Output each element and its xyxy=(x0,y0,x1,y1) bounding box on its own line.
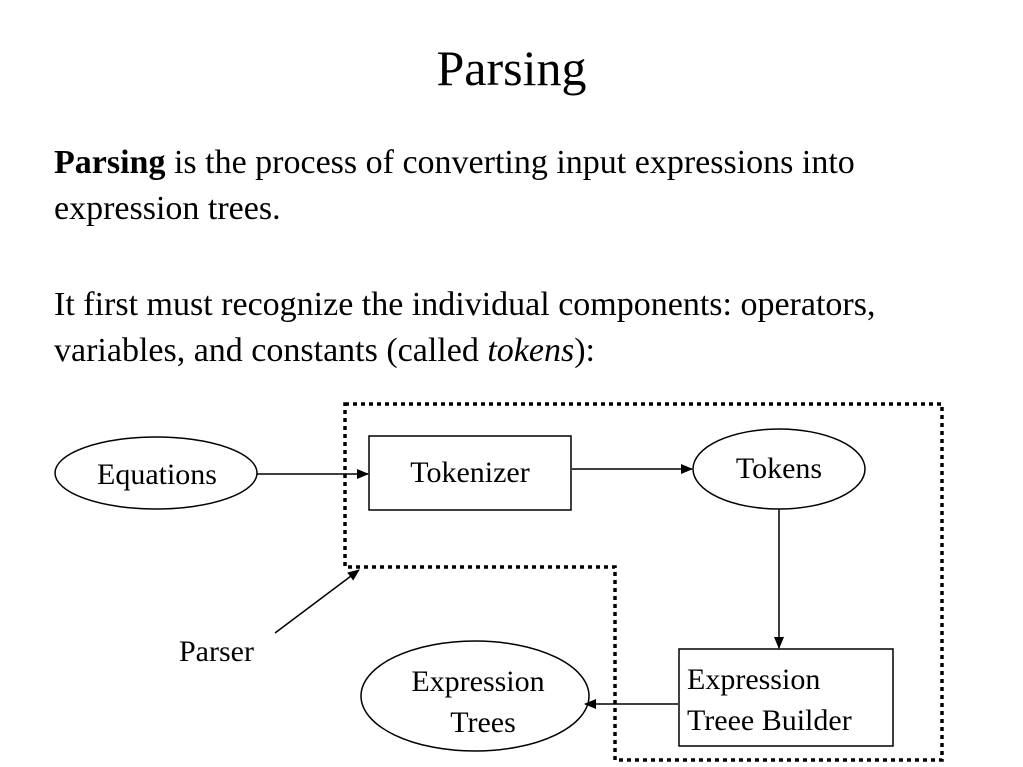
tokens-paragraph-text: It first must recognize the individual c… xyxy=(54,286,876,369)
equations-label: Equations xyxy=(97,458,217,491)
slide-title: Parsing xyxy=(436,40,587,96)
tokens-term: tokens xyxy=(487,332,575,369)
tokenizer-node xyxy=(368,435,572,511)
parser-boundary xyxy=(343,402,944,762)
tokens-label: Tokens xyxy=(736,452,822,485)
tree-builder-label-line2: Treee Builder xyxy=(687,704,852,737)
equations-node xyxy=(54,436,258,510)
definition-paragraph: Parsing is the process of converting inp… xyxy=(54,140,984,232)
parser-pointer-arrow xyxy=(274,569,360,634)
tree-builder-node xyxy=(678,648,894,747)
expression-trees-node xyxy=(360,640,590,752)
tokens-paragraph: It first must recognize the individual c… xyxy=(54,282,984,374)
definition-text: is the process of converting input expre… xyxy=(54,144,855,227)
expression-trees-label-line1: Expression xyxy=(411,665,544,698)
tokens-paragraph-end: ): xyxy=(574,332,595,369)
parsing-term: Parsing xyxy=(54,144,166,181)
tokenizer-label: Tokenizer xyxy=(410,456,530,489)
tree-builder-label-line1: Expression xyxy=(687,663,820,696)
parser-label: Parser xyxy=(179,635,254,668)
expression-trees-label-line2: Trees xyxy=(450,706,516,739)
